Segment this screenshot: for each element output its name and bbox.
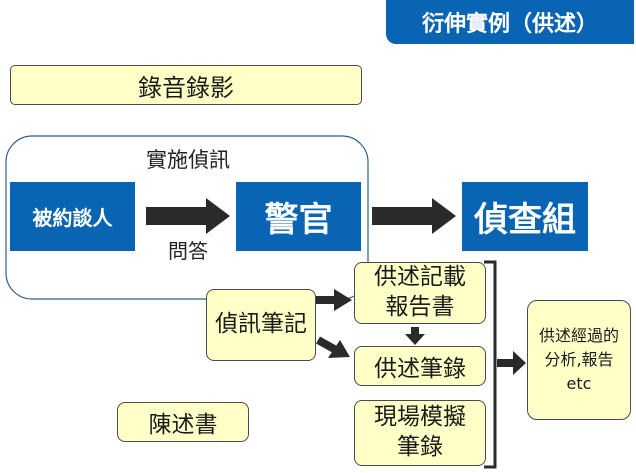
written-statement-label: 陳述書 bbox=[148, 412, 218, 438]
recording-label: 錄音錄影 bbox=[138, 73, 234, 102]
interrogation-label: 實施偵訊 bbox=[146, 148, 230, 172]
scene-simulation-box: 現場模擬筆錄 bbox=[354, 400, 486, 466]
arrow-police-to-team bbox=[372, 198, 456, 234]
statement-record-box: 供述筆錄 bbox=[354, 346, 486, 386]
investigation-team-box: 偵查組 bbox=[462, 182, 588, 251]
police-box: 警官 bbox=[236, 182, 361, 251]
page-title: 衍伸實例（供述） bbox=[386, 0, 634, 44]
statement-report-box: 供述記載報告書 bbox=[354, 262, 486, 324]
interrogation-group-box bbox=[5, 135, 369, 300]
arrow-bracket-to-analysis bbox=[497, 351, 526, 375]
arrow-notes-to-report bbox=[316, 289, 352, 311]
written-statement-box: 陳述書 bbox=[117, 402, 249, 442]
arrow-interviewee-to-police bbox=[146, 198, 230, 234]
interviewee-label: 被約談人 bbox=[32, 206, 113, 230]
arrow-notes-to-record bbox=[316, 336, 350, 358]
investigation-team-label: 偵查組 bbox=[474, 200, 576, 240]
interviewee-box: 被約談人 bbox=[10, 182, 135, 251]
analysis-label: 供述經過的分析,報告etc bbox=[538, 326, 619, 393]
scene-simulation-label: 現場模擬筆錄 bbox=[374, 404, 466, 460]
recording-box: 錄音錄影 bbox=[10, 65, 362, 105]
interrogation-notes-label: 偵訊筆記 bbox=[215, 311, 307, 338]
statement-report-label: 供述記載報告書 bbox=[374, 264, 466, 320]
statement-record-label: 供述筆錄 bbox=[374, 356, 466, 382]
analysis-box: 供述經過的分析,報告etc bbox=[527, 300, 631, 420]
qa-label: 問答 bbox=[168, 238, 208, 263]
bracket-right bbox=[484, 260, 497, 469]
police-label: 警官 bbox=[264, 200, 333, 240]
arrow-report-to-record bbox=[405, 327, 425, 345]
interrogation-notes-box: 偵訊筆記 bbox=[206, 289, 316, 361]
